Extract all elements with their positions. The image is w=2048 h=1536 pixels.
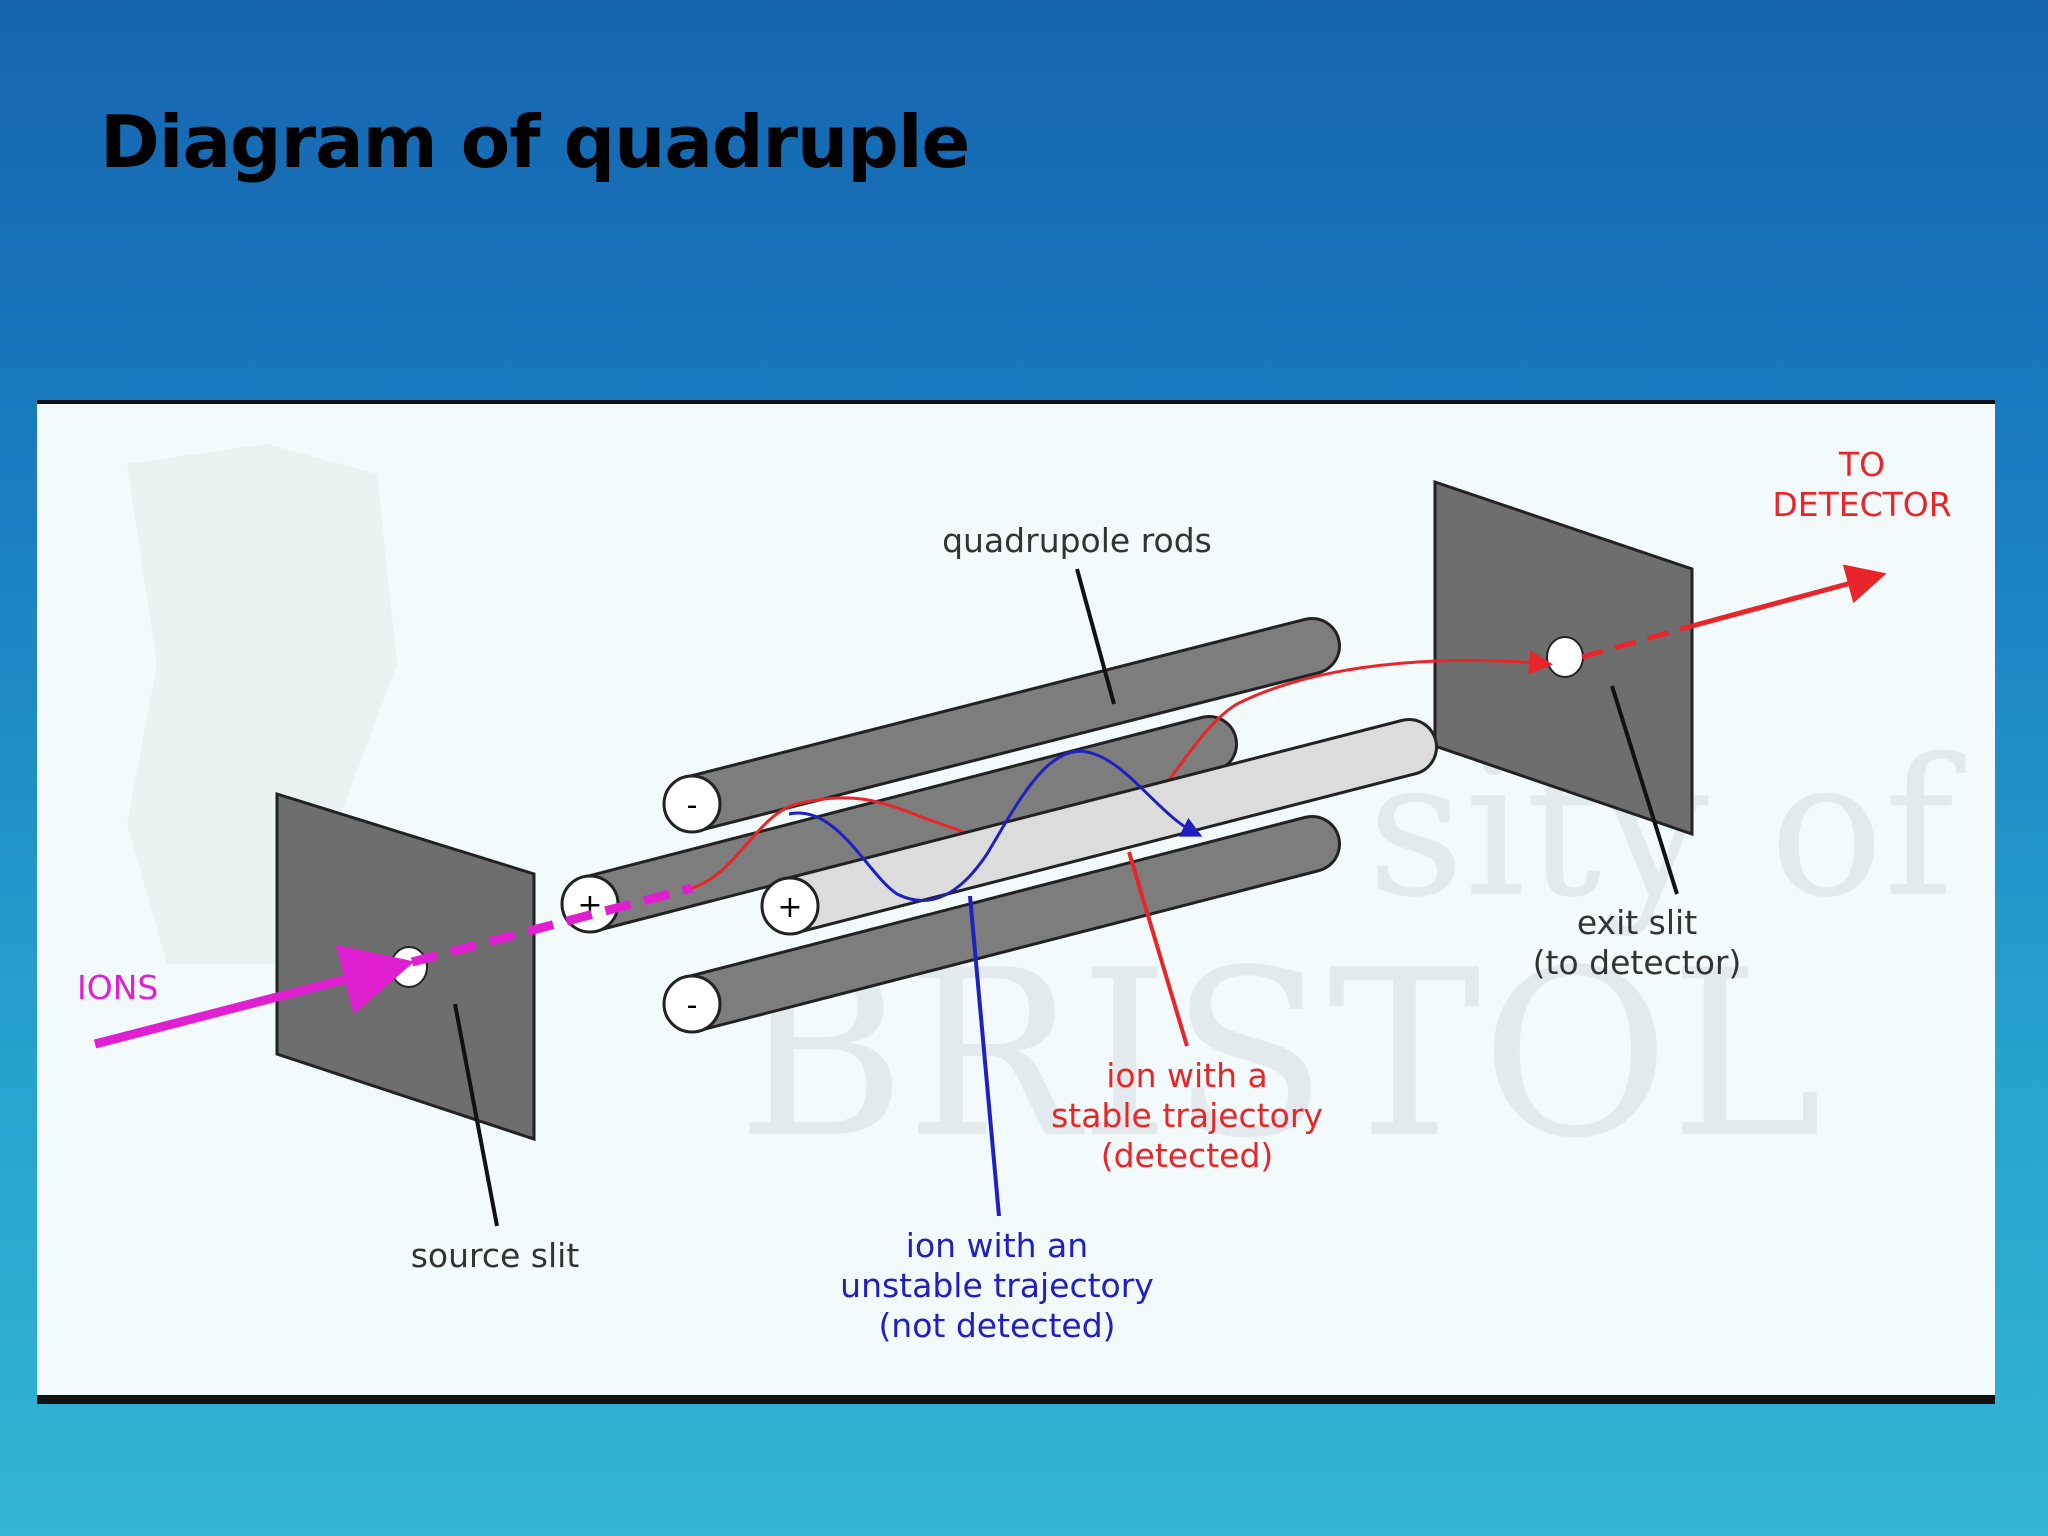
label-unstable-3: (not detected) xyxy=(878,1306,1115,1345)
leader-stable xyxy=(1127,851,1189,1047)
rod-left: + xyxy=(560,715,1238,934)
ion-beam xyxy=(93,883,694,1049)
leader-exit-slit xyxy=(1610,685,1679,895)
unstable-trajectory xyxy=(788,749,1203,902)
leader-lines xyxy=(453,568,1679,1227)
label-source-slit: source slit xyxy=(411,1236,580,1275)
diagram-canvas: sity of BRISTOL - xyxy=(77,444,1966,1345)
rod-bottom-sign: - xyxy=(687,988,698,1023)
exit-slit-plate xyxy=(1433,479,1694,837)
labels: IONS quadrupole rods TO DETECTOR exit sl… xyxy=(77,445,1952,1345)
quadrupole-diagram: sity of BRISTOL - xyxy=(37,400,1995,1404)
label-quadrupole-rods: quadrupole rods xyxy=(942,521,1212,560)
rod-right: + xyxy=(760,718,1438,936)
leader-source-slit xyxy=(453,1003,499,1227)
rod-top: - xyxy=(662,617,1341,834)
rod-right-sign: + xyxy=(777,890,802,925)
source-slit-plate xyxy=(275,791,536,1142)
label-exit-slit-1: exit slit xyxy=(1577,903,1697,942)
rod-bottom: - xyxy=(662,815,1341,1034)
quadrupole-rods: - + xyxy=(560,617,1341,934)
leader-unstable xyxy=(968,895,1001,1217)
exit-slit-hole xyxy=(1546,636,1584,678)
label-unstable-1: ion with an xyxy=(906,1226,1088,1265)
label-unstable-2: unstable trajectory xyxy=(840,1266,1154,1305)
label-stable-3: (detected) xyxy=(1101,1136,1274,1175)
label-stable-1: ion with a xyxy=(1106,1056,1268,1095)
label-to-detector-1: TO xyxy=(1838,445,1885,484)
label-exit-slit-2: (to detector) xyxy=(1533,943,1742,982)
leader-quadrupole-rods xyxy=(1075,568,1116,705)
slide-title: Diagram of quadruple xyxy=(100,100,970,184)
label-stable-2: stable trajectory xyxy=(1051,1096,1323,1135)
label-to-detector-2: DETECTOR xyxy=(1772,485,1951,524)
rod-top-sign: - xyxy=(687,788,698,823)
label-ions: IONS xyxy=(77,968,158,1007)
